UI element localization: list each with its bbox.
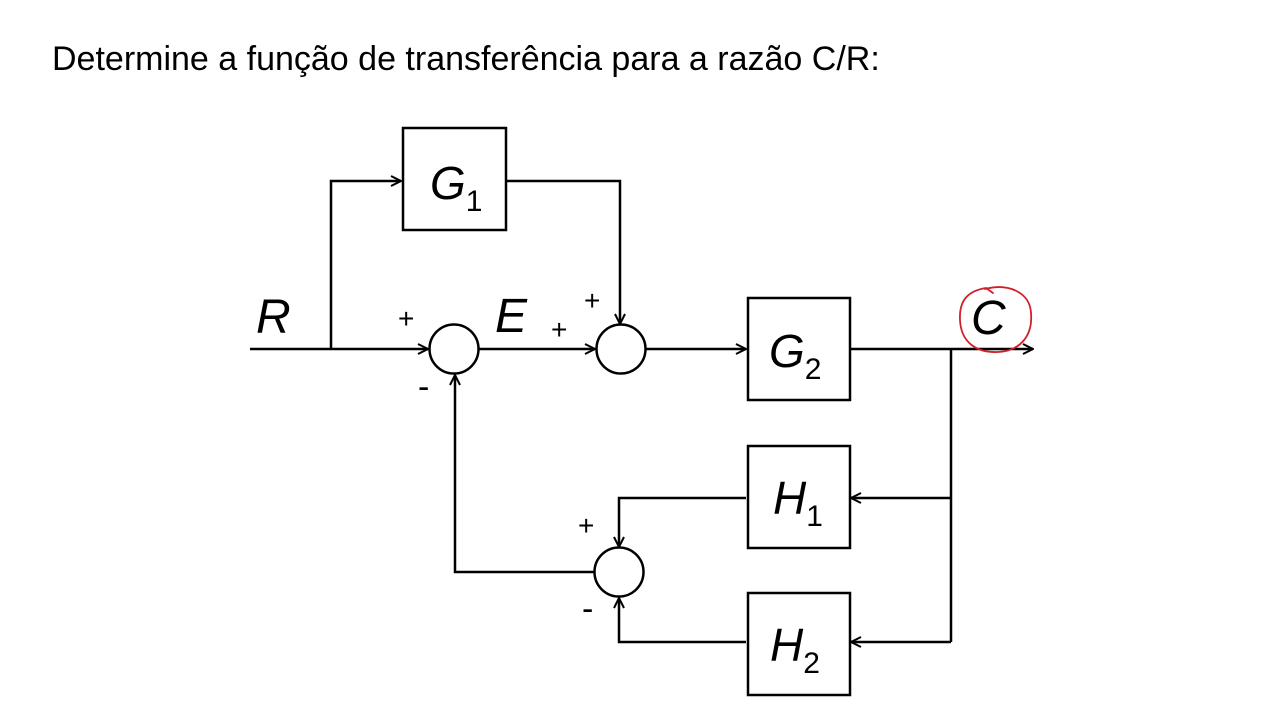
sum2-left-plus-sign: + <box>551 314 567 345</box>
sum1-plus-sign: + <box>398 303 414 334</box>
sum2-top-plus-sign: + <box>584 285 600 316</box>
h1-label: H1 <box>773 472 823 533</box>
input-signal-label: R <box>256 291 291 344</box>
feedforward-wire <box>329 181 401 349</box>
g2-label: G2 <box>769 325 821 386</box>
problem-statement: Determine a função de transferência para… <box>52 40 880 78</box>
summing-junction-1 <box>428 323 480 375</box>
sum3-minus-sign: - <box>582 590 593 628</box>
error-signal-label: E <box>495 290 528 343</box>
g1-output-wire <box>506 179 620 324</box>
h1-output-wire <box>619 496 746 547</box>
h2-block <box>746 591 852 697</box>
summing-junction-3 <box>593 546 645 598</box>
output-annotation-circle <box>959 286 1033 353</box>
h2-output-wire <box>619 598 746 644</box>
g2-block <box>746 296 852 402</box>
sum3-plus-sign: + <box>578 510 594 541</box>
h1-block <box>746 444 852 550</box>
feedback-wire <box>455 375 594 574</box>
summing-junction-2 <box>595 323 647 375</box>
sum1-minus-sign: - <box>418 368 429 406</box>
g1-block <box>401 126 508 232</box>
g1-label: G1 <box>430 157 482 218</box>
h2-label: H2 <box>770 619 820 680</box>
output-signal-label: C <box>971 292 1006 345</box>
